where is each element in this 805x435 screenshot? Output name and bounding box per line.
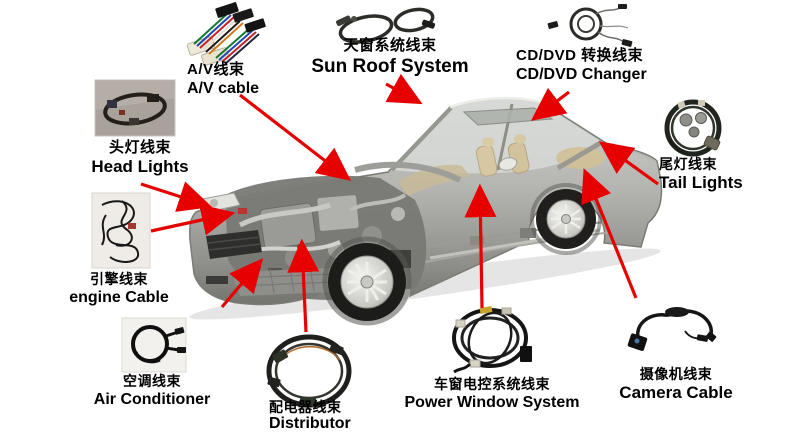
cd-dvd-image: [547, 4, 633, 47]
front-wheel-arch: [322, 236, 412, 326]
callout-arrows: [140, 73, 659, 333]
label-distributor-en: Distributor: [269, 415, 351, 433]
label-head-lights-zh: 头灯线束: [108, 139, 171, 156]
side-mirror: [498, 157, 518, 171]
rear-wheel: [536, 189, 596, 249]
label-sun-roof-zh: 天窗系统线束: [343, 37, 437, 54]
air-conditioner-image: [121, 317, 187, 373]
label-cd-dvd: CD/DVD 转换线束 CD/DVD Changer: [516, 47, 647, 85]
label-air-conditioner-zh: 空调线束: [123, 373, 181, 389]
label-head-lights: 头灯线束 Head Lights: [70, 139, 210, 178]
label-distributor: 配电器线束 Distributor: [269, 399, 351, 433]
arrow-cd-dvd: [530, 87, 570, 121]
label-tail-lights-en: Tail Lights: [659, 173, 743, 193]
arrow-engine-cable: [150, 204, 236, 236]
label-av-cable-en: A/V cable: [187, 80, 260, 98]
label-engine-cable-zh: 引擎线束: [90, 271, 148, 287]
rear-wheel-arch: [530, 183, 602, 255]
label-engine-cable: 引擎线束 engine Cable: [45, 271, 193, 308]
label-camera-cable-zh: 摄像机线束: [639, 366, 713, 382]
label-camera-cable-en: Camera Cable: [619, 383, 733, 403]
arrow-av-cable: [239, 93, 352, 181]
label-distributor-zh: 配电器线束: [269, 399, 342, 415]
camera-cable-image: [627, 307, 717, 351]
car-cutaway-illustration: [189, 96, 663, 326]
label-av-cable: A/V线束 A/V cable: [187, 61, 259, 99]
label-cd-dvd-en: CD/DVD Changer: [516, 66, 647, 84]
arrow-air-conditioner: [220, 258, 264, 309]
label-cd-dvd-zh: CD/DVD 转换线束: [516, 47, 644, 64]
label-sun-roof-en: Sun Roof System: [311, 56, 469, 78]
engine-cable-image: [91, 192, 151, 269]
arrow-head-lights: [140, 181, 213, 212]
tail-lights-image: [664, 99, 722, 157]
arrow-sun-roof: [385, 73, 423, 105]
label-head-lights-en: Head Lights: [91, 157, 189, 177]
upper-grille: [206, 230, 262, 259]
label-air-conditioner: 空调线束 Air Conditioner: [73, 373, 231, 410]
arrow-power-window: [464, 183, 497, 309]
label-power-window-en: Power Window System: [404, 394, 580, 412]
label-power-window-zh: 车窗电控系统线束: [434, 376, 550, 392]
label-tail-lights: 尾灯线束 Tail Lights: [659, 156, 743, 194]
distributor-image: [266, 334, 352, 408]
lower-grille: [232, 268, 334, 296]
label-sun-roof: 天窗系统线束 Sun Roof System: [295, 37, 485, 78]
label-power-window: 车窗电控系统线束 Power Window System: [398, 376, 586, 413]
label-tail-lights-zh: 尾灯线束: [659, 156, 717, 172]
av-cable-image: [186, 2, 266, 66]
arrow-tail-lights: [598, 141, 659, 186]
arrow-camera-cable: [581, 168, 638, 299]
head-lights-image: [94, 79, 176, 137]
label-engine-cable-en: engine Cable: [69, 289, 169, 307]
label-camera-cable: 摄像机线束 Camera Cable: [601, 366, 751, 404]
power-window-image: [452, 306, 532, 374]
label-av-cable-zh: A/V线束: [187, 61, 245, 78]
front-wheel: [328, 243, 406, 321]
sun-roof-image: [336, 7, 436, 44]
arrow-distributor: [287, 238, 320, 333]
label-air-conditioner-en: Air Conditioner: [93, 391, 211, 409]
